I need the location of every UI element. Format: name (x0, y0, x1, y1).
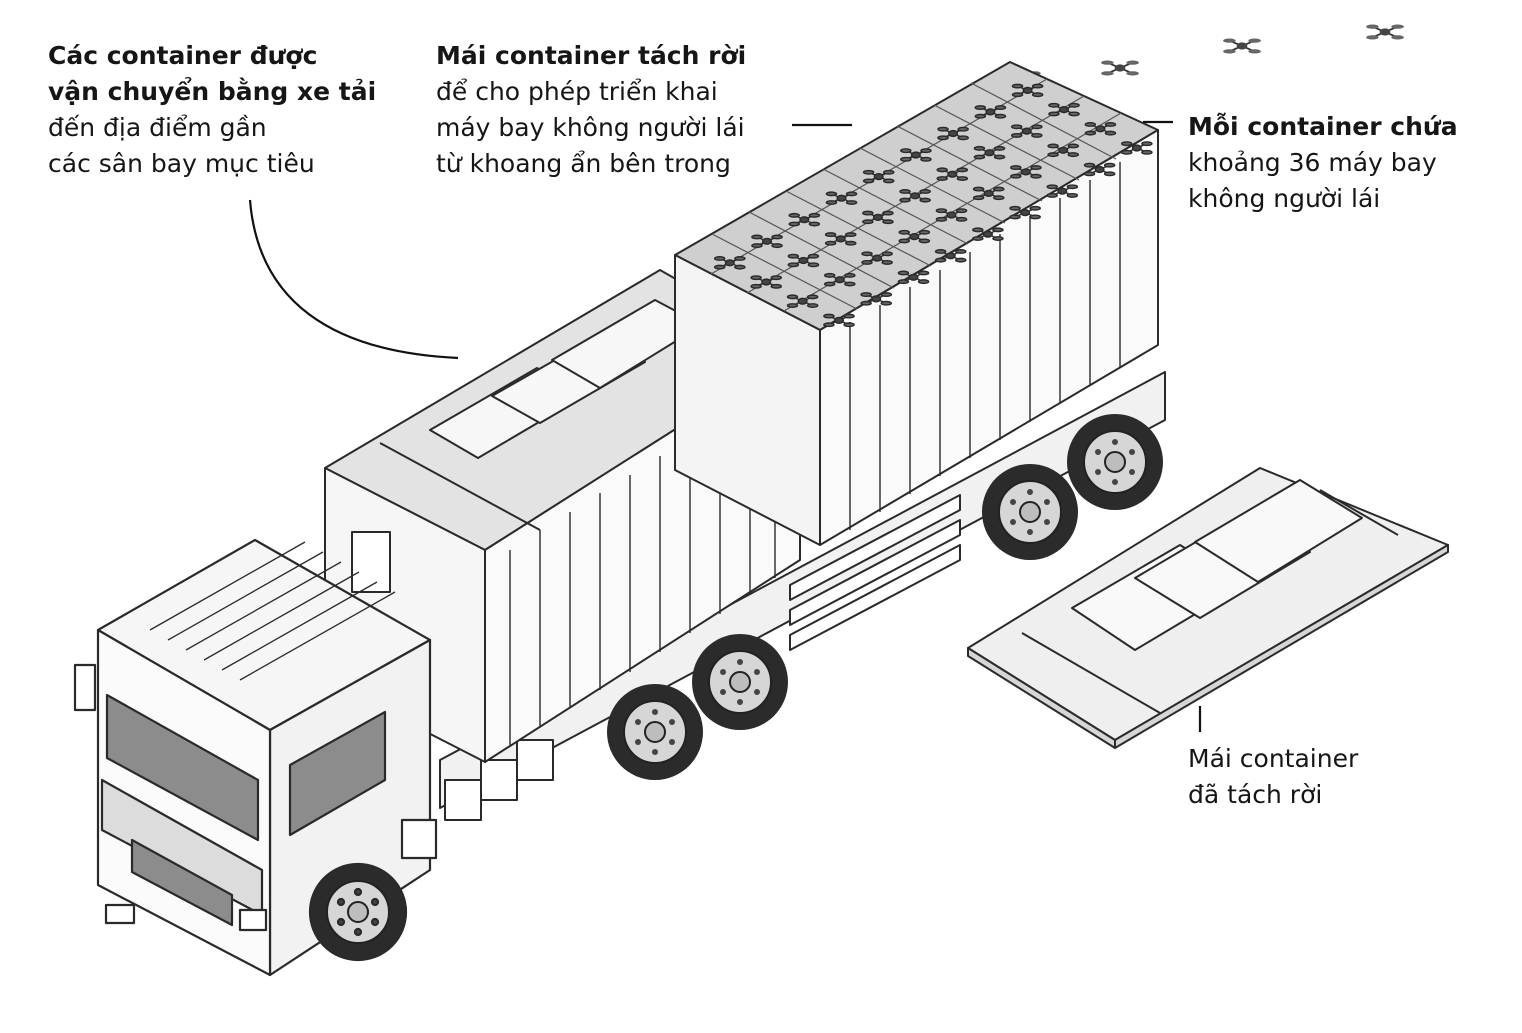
label-trucks-line: đến địa điểm gần (48, 113, 267, 142)
wheel (606, 683, 704, 781)
label-roof-detach-line: để cho phép triển khai (436, 77, 718, 106)
flying-drone-icon (1365, 23, 1405, 41)
side-window (288, 710, 387, 837)
label-drones-per-container: Mỗi container chứa khoảng 36 máy bay khô… (1188, 109, 1458, 217)
grille (130, 838, 234, 927)
label-detached-roof-line: Mái container (1188, 744, 1359, 773)
label-trucks-line: vận chuyển bằng xe tải (48, 77, 377, 106)
label-detached-roof-line: đã tách rời (1188, 780, 1323, 809)
wheel (1066, 413, 1164, 511)
label-per-container-line: khoảng 36 máy bay (1188, 148, 1437, 177)
label-detached-roof: Mái container đã tách rời (1188, 741, 1358, 813)
label-per-container-line: không người lái (1188, 184, 1381, 213)
label-per-container-line: Mỗi container chứa (1188, 112, 1458, 141)
windshield (105, 693, 260, 842)
rear-container-open (674, 61, 1159, 546)
truck-cab (73, 538, 438, 977)
detached-roof-panel (967, 467, 1449, 749)
label-roof-detach-line: từ khoang ẩn bên trong (436, 149, 731, 178)
wheel (308, 862, 408, 962)
flying-drone-icon (1222, 37, 1262, 55)
label-roof-detach: Mái container tách rời để cho phép triển… (436, 38, 746, 182)
wheel (691, 633, 789, 731)
leader-line-trucks (248, 199, 459, 360)
label-trucks-transport: Các container được vận chuyển bằng xe tả… (48, 38, 376, 182)
label-roof-detach-line: Mái container tách rời (436, 41, 747, 70)
label-trucks-line: các sân bay mục tiêu (48, 149, 315, 178)
label-roof-detach-line: máy bay không người lái (436, 113, 745, 142)
label-trucks-line: Các container được (48, 41, 318, 70)
wheel (981, 463, 1079, 561)
flying-drones (1006, 23, 1405, 86)
flying-drone-icon (1100, 59, 1140, 77)
